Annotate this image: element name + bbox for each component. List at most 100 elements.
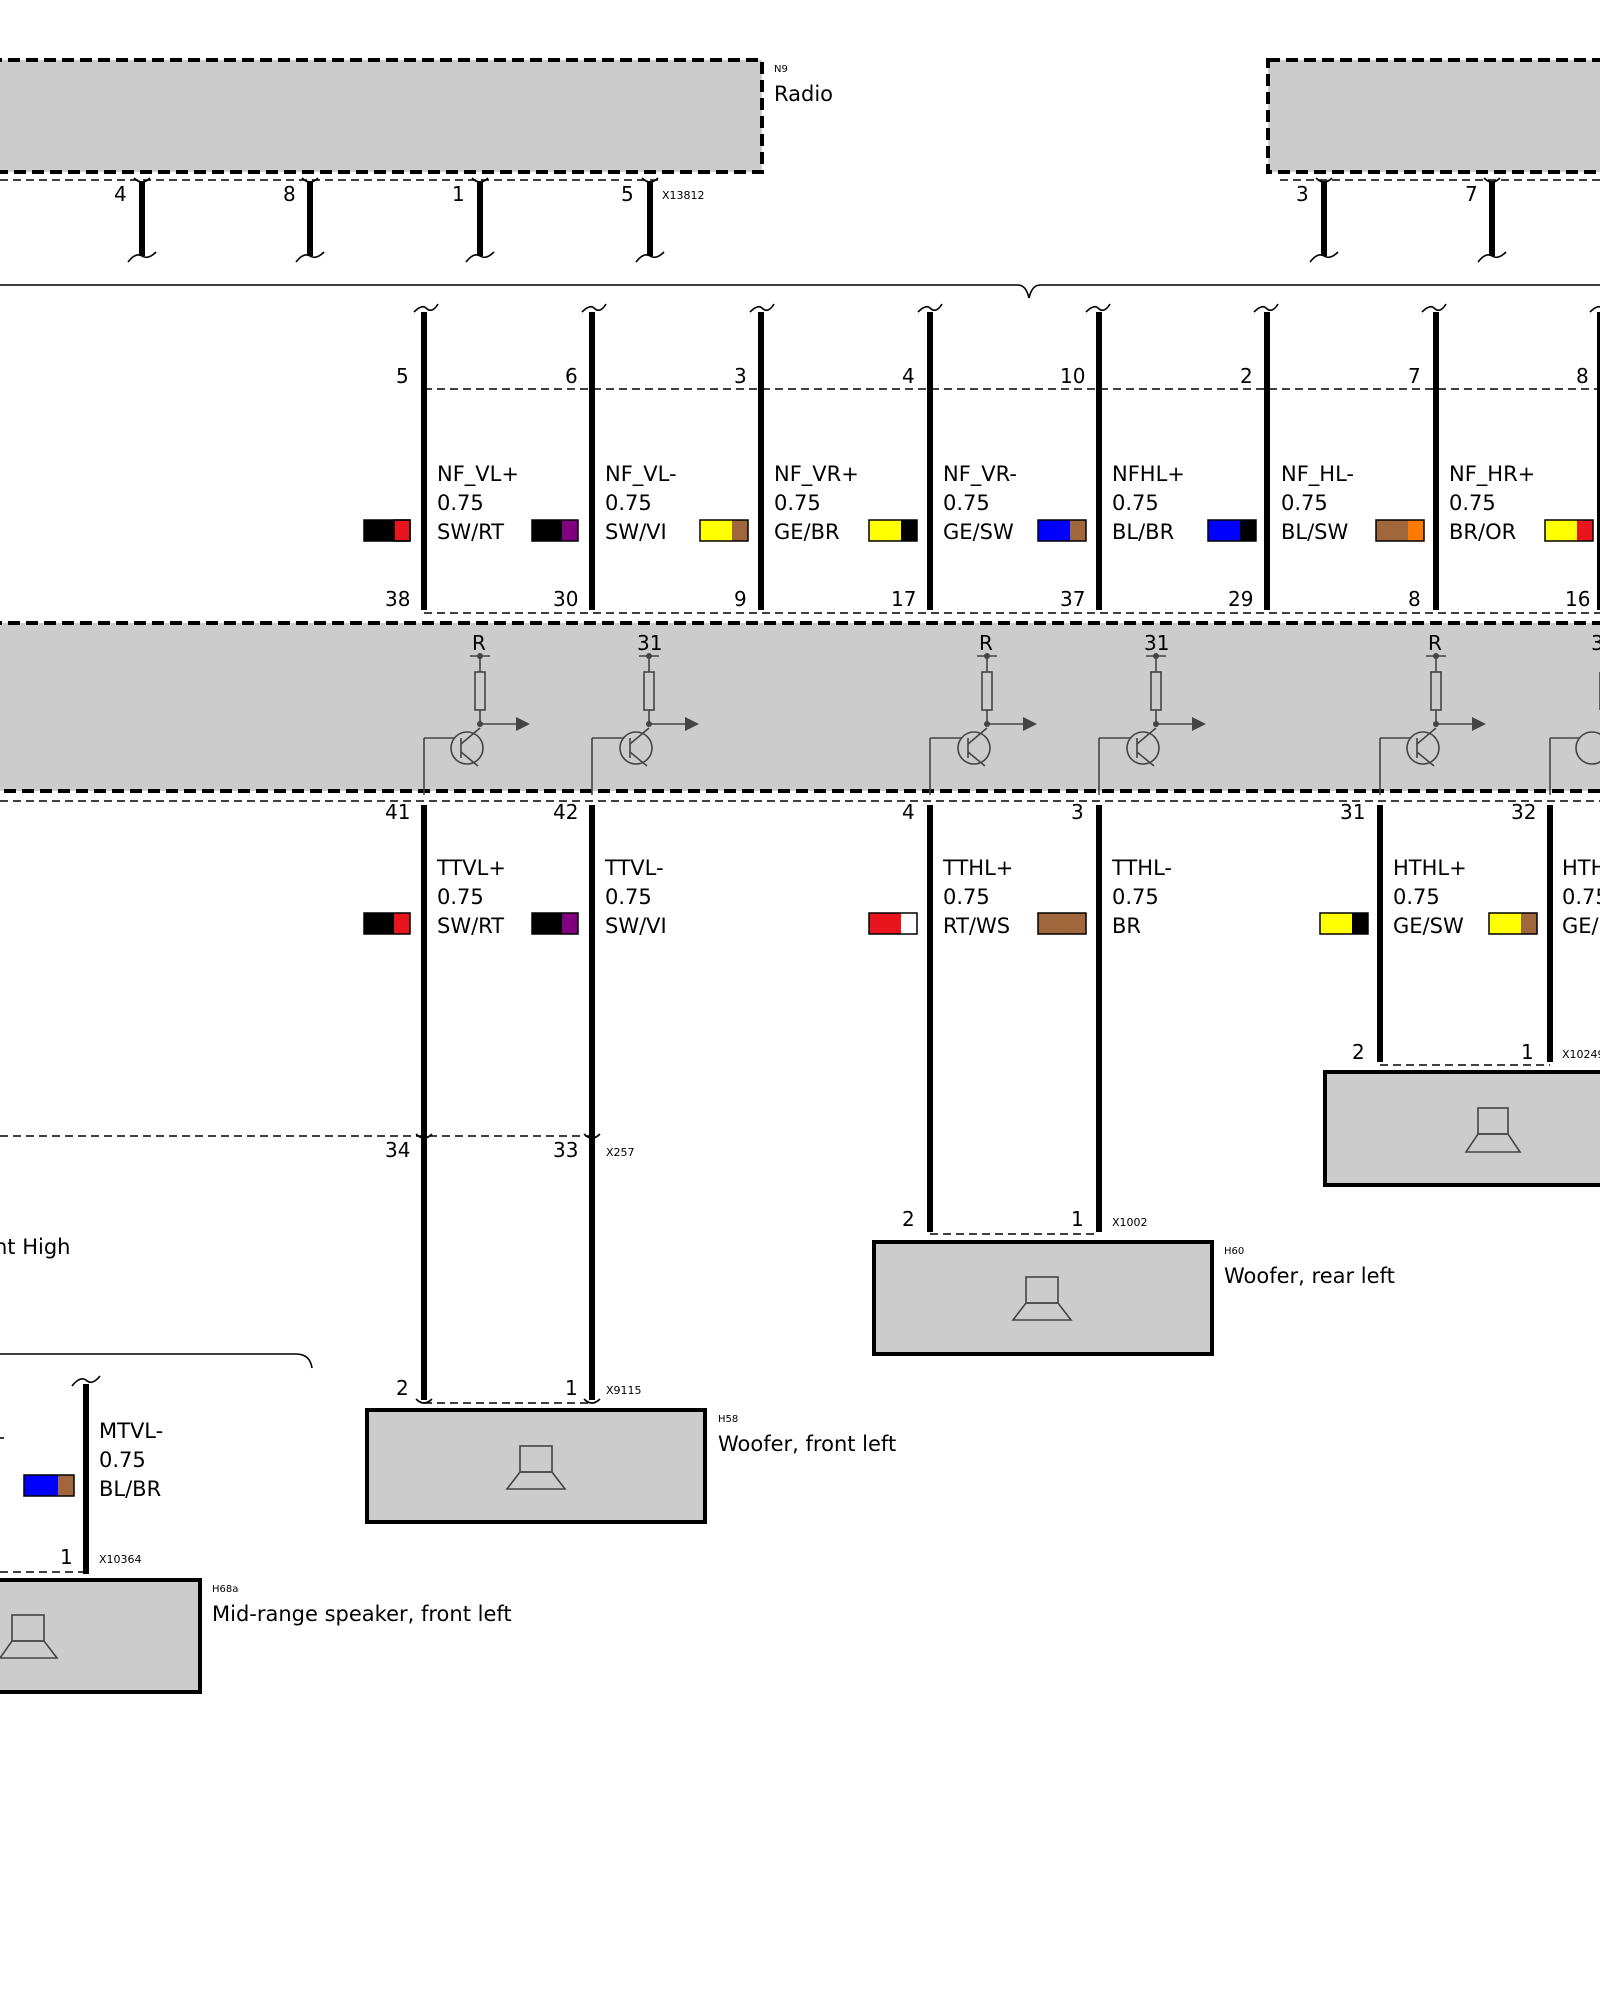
wire-color-code: SW/RT: [437, 520, 504, 544]
x257-connector: 34 33 X257: [385, 1133, 635, 1162]
wire-nf-hr-plus[interactable]: 7 NF_HR+ 0.75 BR/OR 8: [1375, 364, 1535, 611]
wire-gauge: 0.75: [1562, 885, 1600, 909]
x257-pin: 34: [385, 1138, 410, 1162]
wire-pin-bottom: 8: [1408, 587, 1421, 611]
radio-pin: 4: [114, 182, 127, 206]
wire-pin: 42: [553, 800, 578, 824]
wire-name: TTHL+: [942, 856, 1013, 880]
harness-brace: [0, 284, 1600, 299]
wire-hthl-minus[interactable]: 32 HTH 0.75 GE/: [1488, 800, 1600, 938]
woofer-front-left[interactable]: H58 Woofer, front left: [365, 1408, 896, 1524]
wire-nf-vr-plus[interactable]: 3 NF_VR+ 0.75 GE/BR 9: [699, 364, 859, 611]
wire-color-code: RT/WS: [943, 914, 1010, 938]
woofer-rear-left[interactable]: H60 Woofer, rear left: [872, 1240, 1395, 1356]
wire-color-code: GE/SW: [1393, 914, 1464, 938]
wire-name: TTHL-: [1111, 856, 1172, 880]
radio-pin: 1: [452, 182, 465, 206]
tweeter-connector-code: X10249: [1562, 1048, 1600, 1061]
wire-name: MTVL-: [99, 1419, 163, 1443]
wire-pin: 3: [1071, 800, 1084, 824]
wire-pin-top: 8: [1576, 364, 1589, 388]
speaker-icon: [1464, 1107, 1522, 1153]
right-module-pin: 3: [1296, 182, 1309, 206]
woofer-rl-code: H60: [1224, 1246, 1244, 1257]
woofer-rl-pin: 2: [902, 1207, 915, 1231]
wire-tthl-minus[interactable]: 3 TTHL- 0.75 BR: [1037, 800, 1172, 938]
tweeter-rear-left[interactable]: [1323, 1070, 1600, 1187]
amp-ref-label: 31: [1144, 631, 1169, 655]
wire-name: TTVL-: [604, 856, 664, 880]
woofer-fl-connector-code: X9115: [606, 1384, 642, 1397]
wire-pin-top: 3: [734, 364, 747, 388]
wire-color-code: BL/BR: [1112, 520, 1174, 544]
radio-pin: 5: [621, 182, 634, 206]
wire-nf-vl-minus[interactable]: 6 NF_VL- 0.75 SW/VI 30: [531, 364, 677, 611]
radio-connector: 4 8 1 5 X13812: [114, 177, 705, 263]
mid-pin: 1: [60, 1545, 73, 1569]
amp-ref-label: R: [1428, 631, 1442, 655]
radio-module[interactable]: N9 Radio: [0, 58, 833, 174]
wire-color-code: SW/VI: [605, 520, 667, 544]
wire-ttvl-minus[interactable]: 42 TTVL- 0.75 SW/VI: [531, 800, 667, 938]
wire-pin-bottom: 16: [1565, 587, 1590, 611]
wire-name: NFHL+: [1112, 462, 1185, 486]
speaker-icon: [505, 1445, 567, 1490]
woofer-fl-pin: 1: [565, 1376, 578, 1400]
amp-ref-label: R: [472, 631, 486, 655]
wire-ttvl-plus[interactable]: 41 TTVL+ 0.75 SW/RT: [363, 800, 506, 938]
wire-gauge: 0.75: [943, 885, 990, 909]
wire-nf-vl-plus[interactable]: 5 NF_VL+ 0.75 SW/RT 38: [363, 364, 519, 611]
lower-wire-bundle: [421, 805, 1553, 1400]
wire-pin-top: 4: [902, 364, 915, 388]
wire-name: NF_VR-: [943, 462, 1017, 487]
amp-ref-label: R: [979, 631, 993, 655]
wire-gauge: 0.75: [774, 491, 821, 515]
wire-name: NF_VL+: [437, 462, 519, 487]
radio-name: Radio: [774, 82, 833, 106]
wire-color-code: GE/SW: [943, 520, 1014, 544]
x257-pin: 33: [553, 1138, 578, 1162]
wire-tthl-plus[interactable]: 4 TTHL+ 0.75 RT/WS: [868, 800, 1013, 938]
woofer-rl-name: Woofer, rear left: [1224, 1264, 1395, 1288]
woofer-rl-pin: 1: [1071, 1207, 1084, 1231]
wire-color-code: GE/: [1562, 914, 1600, 938]
wire-gauge: 0.75: [1449, 491, 1496, 515]
mid-fl-name: Mid-range speaker, front left: [212, 1602, 512, 1626]
amp-ref-label: 31: [637, 631, 662, 655]
wire-name: NF_HR+: [1449, 462, 1535, 487]
wire-gauge: 0.75: [99, 1448, 146, 1472]
mid-range-front-left[interactable]: H68a Mid-range speaker, front left: [0, 1578, 512, 1694]
upper-wire-bundle: [421, 312, 1600, 610]
wire-pin-bottom: 9: [734, 587, 747, 611]
amp-ref-label: 3: [1591, 631, 1600, 655]
wire-color-code: SW/RT: [437, 914, 504, 938]
wire-pin: 4: [902, 800, 915, 824]
wire-gauge: 0.75: [943, 491, 990, 515]
wire-nf-vr-minus[interactable]: 4 NF_VR- 0.75 GE/SW 17: [868, 364, 1017, 611]
right-module[interactable]: [1266, 58, 1600, 174]
wire-name: HTHL+: [1393, 856, 1467, 880]
right-module-pin: 7: [1465, 182, 1478, 206]
wire-name: NF_VL-: [605, 462, 677, 487]
amplifier-module[interactable]: [0, 621, 1600, 793]
woofer-fl-code: H58: [718, 1414, 738, 1425]
x257-code: X257: [606, 1146, 635, 1159]
speaker-icon: [0, 1614, 59, 1659]
tweeter-connector: 2 1 X10249: [1352, 1040, 1600, 1064]
wire-nf-hl-minus[interactable]: 2 NF_HL- 0.75 BL/SW 29: [1207, 364, 1354, 611]
wire-pin-bottom: 17: [891, 587, 916, 611]
wire-color-code: BR: [1112, 914, 1141, 938]
wire-mtvl-minus[interactable]: MTVL- 0.75 BL/BR 1: [23, 1419, 163, 1569]
wire-hthl-plus[interactable]: 31 HTHL+ 0.75 GE/SW: [1319, 800, 1467, 938]
tweeter-pin: 2: [1352, 1040, 1365, 1064]
wire-pin-bottom: 37: [1060, 587, 1085, 611]
woofer-fl-name: Woofer, front left: [718, 1432, 896, 1456]
wire-name: TTVL+: [436, 856, 506, 880]
wire-pin-top: 10: [1060, 364, 1085, 388]
wire-partial[interactable]: 8 16: [1544, 364, 1594, 611]
mid-fl-code: H68a: [212, 1584, 238, 1595]
wire-pin-bottom: 38: [385, 587, 410, 611]
wire-color-code: BL/BR: [99, 1477, 161, 1501]
wire-nfhl-plus[interactable]: 10 NFHL+ 0.75 BL/BR 37: [1037, 364, 1185, 611]
